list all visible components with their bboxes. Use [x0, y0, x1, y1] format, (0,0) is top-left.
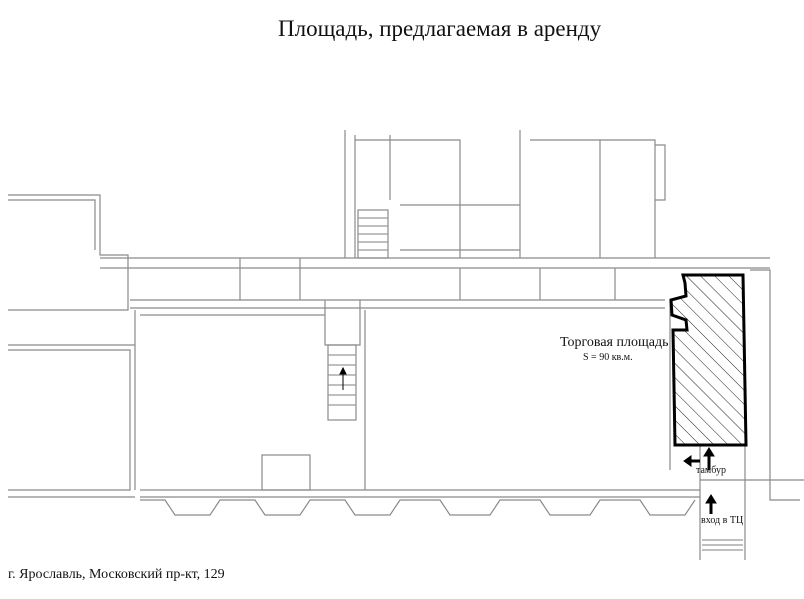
arrows	[339, 366, 717, 514]
rental-area-size: S = 90 кв.м.	[583, 352, 633, 363]
page-title: Площадь, предлагаемая в аренду	[278, 16, 602, 41]
arrow-up-entrance-icon	[705, 494, 717, 514]
entrance-label: вход в ТЦ	[701, 515, 744, 526]
arrow-up-icon	[703, 447, 715, 470]
arrow-left-icon	[683, 455, 700, 467]
address: г. Ярославль, Московский пр-кт, 129	[8, 567, 225, 582]
plan-walls	[8, 130, 804, 560]
rental-area-label: Торговая площадь	[560, 335, 669, 350]
rental-area-highlight	[669, 273, 748, 447]
vestibule-label: тамбур	[696, 465, 726, 476]
rental-area-polygon	[669, 273, 748, 447]
stair-arrow-icon	[339, 366, 347, 390]
